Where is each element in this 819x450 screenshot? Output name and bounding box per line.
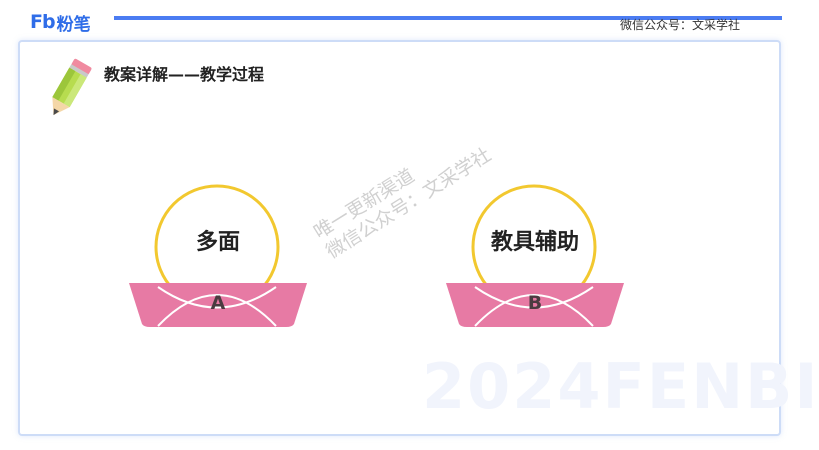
node-b-label: 教具辅助 <box>490 230 579 255</box>
logo-mark: Fb <box>30 11 56 33</box>
background-watermark: 2024FENBI <box>422 350 819 423</box>
node-b-letter: B <box>527 292 543 314</box>
slide-title: 教案详解——教学过程 <box>104 65 265 84</box>
node-a-letter: A <box>210 292 226 314</box>
slide-frame <box>18 40 781 436</box>
fenbi-logo: Fb 粉笔 <box>30 10 91 35</box>
node-a-graphic <box>129 184 307 327</box>
node-a-label: 多面 <box>195 230 240 255</box>
pencil-icon <box>40 55 96 129</box>
header-accent-bar <box>114 16 782 20</box>
logo-text: 粉笔 <box>56 14 91 35</box>
node-a: 多面 A <box>128 184 308 330</box>
wechat-account: 微信公众号：文采学社 <box>620 18 741 32</box>
node-b: 教具辅助 B <box>445 184 625 330</box>
node-b-graphic <box>446 184 624 327</box>
